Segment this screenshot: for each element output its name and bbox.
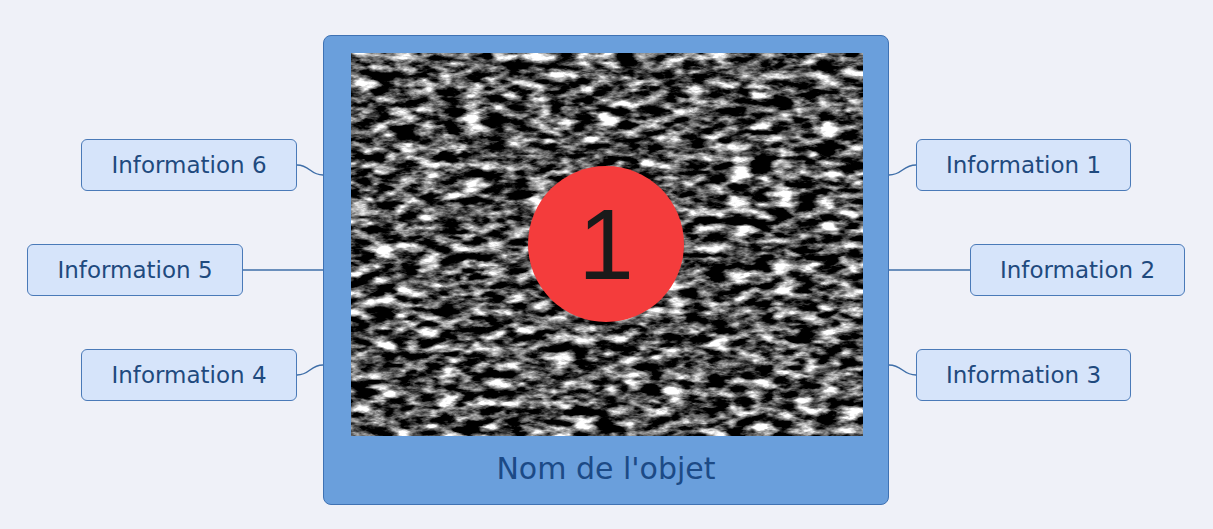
- info-label: Information 1: [946, 152, 1101, 178]
- info-box: Information 5: [27, 244, 243, 296]
- callout-circle: 1: [528, 166, 684, 322]
- info-box: Information 2: [970, 244, 1185, 296]
- info-label: Information 2: [1000, 257, 1155, 283]
- callout-number: 1: [578, 194, 634, 294]
- info-label: Information 5: [57, 257, 212, 283]
- info-box: Information 6: [81, 139, 297, 191]
- info-label: Information 3: [946, 362, 1101, 388]
- connector-line: [889, 165, 916, 175]
- info-box: Information 4: [81, 349, 297, 401]
- texture: [351, 53, 863, 436]
- object-panel: Nom de l'objet 1: [323, 35, 889, 505]
- object-name: Nom de l'objet: [324, 439, 888, 499]
- info-box: Information 1: [916, 139, 1131, 191]
- connector-line: [889, 269, 970, 271]
- info-label: Information 4: [111, 362, 266, 388]
- info-box: Information 3: [916, 349, 1131, 401]
- info-label: Information 6: [111, 152, 266, 178]
- connector-line: [297, 165, 323, 175]
- connector-line: [889, 365, 916, 375]
- connector-line: [297, 365, 323, 375]
- connector-line: [243, 269, 323, 271]
